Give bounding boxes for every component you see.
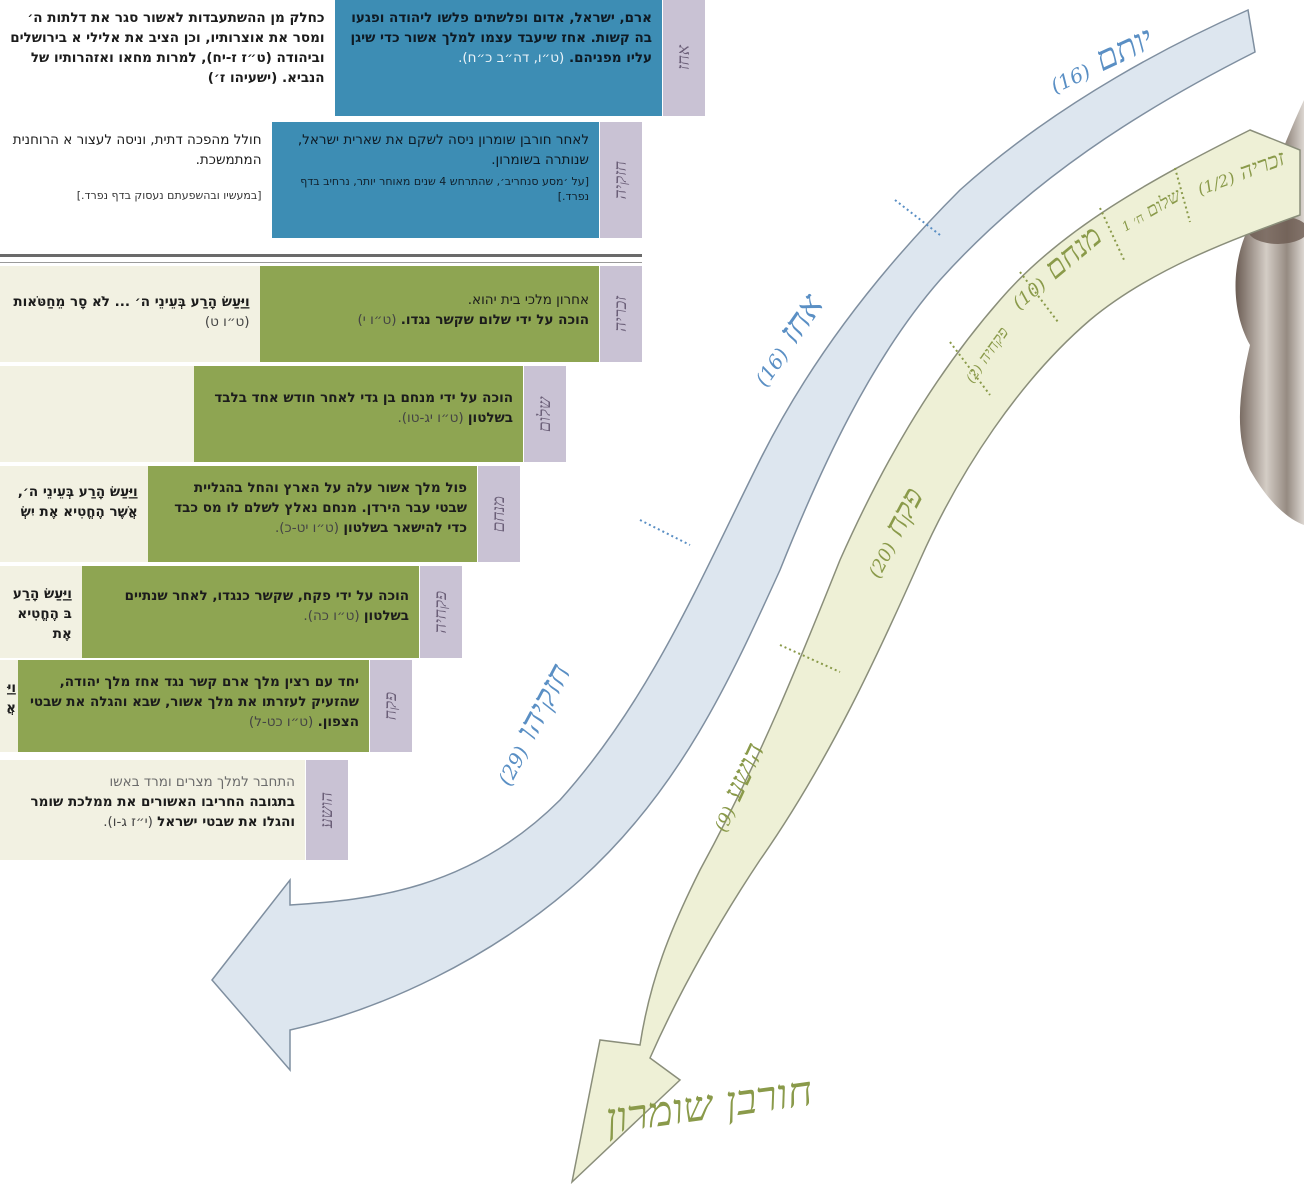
description-ref: (ט״ו יג-טו). [397, 410, 464, 426]
king-tab-ahaz[interactable]: אחז [662, 0, 705, 116]
king-tab-zechariah[interactable]: זכריה [599, 266, 642, 362]
description-bold: הוכה על ידי שלום שקשר נגדו. [400, 312, 589, 328]
verdict-text: וַיַּעַשׂ הָרַע בְּעֵינֵי ה׳, אֲשֶׁר הֶח… [17, 484, 138, 520]
king-tab-label: מנחם [489, 495, 509, 533]
king-tab-hezekiah[interactable]: חזקיה [599, 122, 642, 238]
verdict-text: וַיַּעַשׂ הָרַע בּ הֶחֱטִיא אֶת [12, 586, 72, 642]
israel-row-menahem: מנחם פול מלך אשור עלה על הארץ והחל בהגלי… [0, 466, 520, 562]
description-ref: (ט״ו י) [357, 312, 397, 328]
king-tab-pekah[interactable]: פקח [369, 660, 412, 752]
king-verdict-pekah: וַיַּ אֲ [0, 660, 18, 752]
king-tab-pekahiah[interactable]: פקחיה [419, 566, 462, 658]
description-text: אחרון מלכי בית יהוא. [467, 292, 589, 308]
king-description-menahem: פול מלך אשור עלה על הארץ והחל בהגליית שב… [147, 466, 477, 562]
king-verdict-menahem: וַיַּעַשׂ הָרַע בְּעֵינֵי ה׳, אֲשֶׁר הֶח… [0, 466, 148, 562]
verdict-ref: (ט״ו ט) [204, 314, 250, 330]
king-tab-shallum[interactable]: שלום [523, 366, 566, 462]
section-divider-thin [0, 262, 642, 263]
verdict-text: וַיַּעַשׂ הָרַע בְּעֵינֵי ה׳ ... לֹא סָר… [13, 294, 250, 310]
description-bold: הוכה על ידי פקח, שקשר כנגדו, לאחר שנתיים… [124, 588, 409, 624]
king-description-shallum: הוכה על ידי מנחם בן גדי לאחר חודש אחד בל… [193, 366, 523, 462]
israel-row-pekahiah: פקחיה הוכה על ידי פקח, שקשר כנגדו, לאחר … [0, 566, 462, 658]
description-text: לאחר חורבן שומרון ניסה לשקם את שארית ישר… [297, 132, 589, 168]
king-tab-label: שלום [535, 396, 555, 432]
description-bold: יחד עם רצין מלך ארם קשר נגד אחז מלך יהוד… [29, 674, 359, 730]
verdict-text: חולל מהפכה דתית, וניסה לעצור א הרוחנית ה… [12, 132, 262, 168]
israel-kings-arrow [570, 129, 1301, 1185]
israel-row-hoshea: הושע התחבר למלך מצרים ומרד באשו בתגובה ה… [0, 760, 348, 860]
description-bold: הוכה על ידי מנחם בן גדי לאחר חודש אחד בל… [214, 390, 513, 426]
description-text: ארם, ישראל, אדום ופלשתים פלשו ליהודה ופג… [350, 10, 652, 66]
description-ref: (ט״ו יט-כ). [275, 520, 340, 536]
section-divider [0, 254, 642, 257]
verdict-note: [במעשיו ובהשפעתם נעסוק בדף נפרד.] [76, 189, 262, 202]
king-tab-label: פקחיה [431, 590, 451, 634]
description-bold: פול מלך אשור עלה על הארץ והחל בהגליית שב… [174, 480, 467, 536]
king-verdict-hezekiah: חולל מהפכה דתית, וניסה לעצור א הרוחנית ה… [0, 122, 272, 238]
king-verdict-pekahiah: וַיַּעַשׂ הָרַע בּ הֶחֱטִיא אֶת [0, 566, 82, 658]
king-description-hoshea: התחבר למלך מצרים ומרד באשו בתגובה החריבו… [0, 760, 305, 860]
king-tab-label: פקח [381, 691, 401, 721]
judah-row-ahaz: אחז ארם, ישראל, אדום ופלשתים פלשו ליהודה… [0, 0, 705, 116]
king-verdict-shallum [0, 366, 194, 462]
king-verdict-zechariah: וַיַּעַשׂ הָרַע בְּעֵינֵי ה׳ ... לֹא סָר… [0, 266, 260, 362]
description-note: [על ׳מסע סנחריב׳, שהתרחש 4 שנים מאוחר יו… [300, 175, 589, 203]
king-tab-label: זכריה [611, 296, 631, 332]
king-tab-hoshea[interactable]: הושע [305, 760, 348, 860]
israel-row-pekah: פקח יחד עם רצין מלך ארם קשר נגד אחז מלך … [0, 660, 412, 752]
israel-row-zechariah: זכריה אחרון מלכי בית יהוא. הוכה על ידי ש… [0, 266, 642, 362]
description-ref: (ט״ו כה). [303, 608, 360, 624]
king-tab-label: חזקיה [611, 160, 631, 200]
description-text: התחבר למלך מצרים ומרד באשו [109, 774, 295, 790]
king-tab-label: הושע [317, 792, 337, 828]
king-description-pekah: יחד עם רצין מלך ארם קשר נגד אחז מלך יהוד… [17, 660, 369, 752]
israel-row-shallum: שלום הוכה על ידי מנחם בן גדי לאחר חודש א… [0, 366, 566, 462]
description-bold: בתגובה החריבו האשורים את ממלכת שומר והגל… [30, 794, 295, 830]
judah-row-hezekiah: חזקיה לאחר חורבן שומרון ניסה לשקם את שאר… [0, 122, 642, 238]
verdict-text: כחלק מן ההשתעבדות לאשור סגר את דלתות ה׳ … [10, 10, 325, 86]
description-ref: (י״ז ג-ו). [103, 814, 153, 830]
king-tab-menahem[interactable]: מנחם [477, 466, 520, 562]
king-description-hezekiah: לאחר חורבן שומרון ניסה לשקם את שארית ישר… [271, 122, 599, 238]
description-ref: (ט״ו כט-ל) [248, 714, 314, 730]
verdict-text: וַיַּ אֲ [6, 680, 16, 716]
king-description-zechariah: אחרון מלכי בית יהוא. הוכה על ידי שלום שק… [259, 266, 599, 362]
description-ref: (ט״ו, דה״ב כ״ח). [458, 50, 565, 66]
king-tab-label: אחז [674, 45, 694, 71]
judah-kings-arrow [211, 8, 1256, 1073]
king-description-pekahiah: הוכה על ידי פקח, שקשר כנגדו, לאחר שנתיים… [81, 566, 419, 658]
king-verdict-ahaz: כחלק מן ההשתעבדות לאשור סגר את דלתות ה׳ … [0, 0, 335, 116]
king-description-ahaz: ארם, ישראל, אדום ופלשתים פלשו ליהודה ופג… [334, 0, 662, 116]
